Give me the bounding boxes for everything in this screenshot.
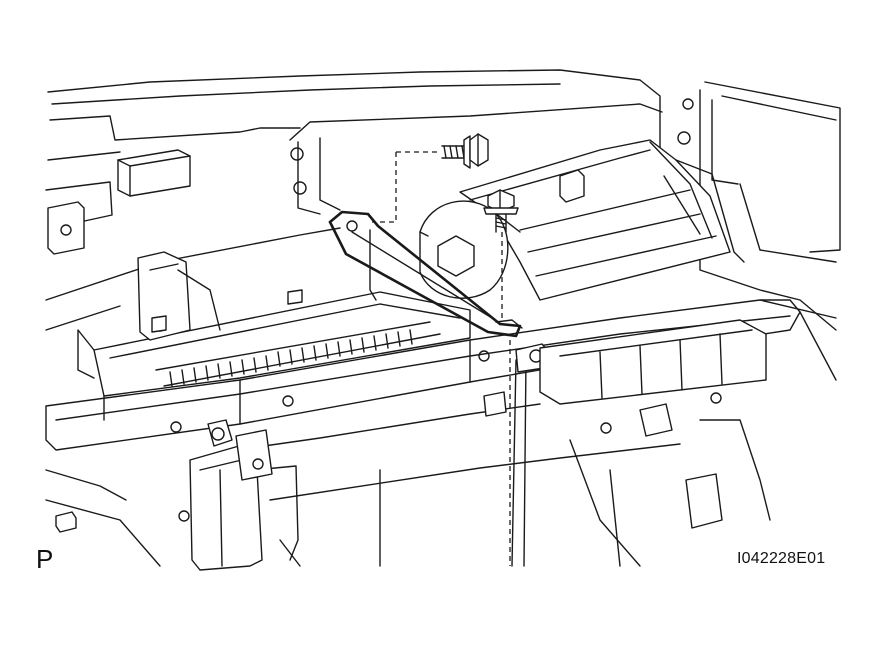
bolt-guides — [372, 151, 511, 566]
hex-flange-bolt-icon — [441, 133, 489, 169]
figure-code: I042228E01 — [737, 550, 826, 567]
upper-duct-panel — [289, 98, 694, 215]
blower-motor — [419, 200, 521, 299]
heater-fins — [169, 329, 413, 387]
view-letter: P — [36, 544, 54, 574]
hex-flange-bolt-icon — [483, 189, 519, 233]
dashboard-outline — [45, 69, 841, 331]
duct-bracket — [328, 210, 523, 338]
clips — [151, 289, 507, 481]
dash-tab — [117, 149, 191, 197]
right-duct-box — [539, 299, 837, 567]
left-bracket — [47, 201, 85, 255]
heater-unit — [77, 291, 471, 421]
blower-housing — [459, 139, 745, 301]
